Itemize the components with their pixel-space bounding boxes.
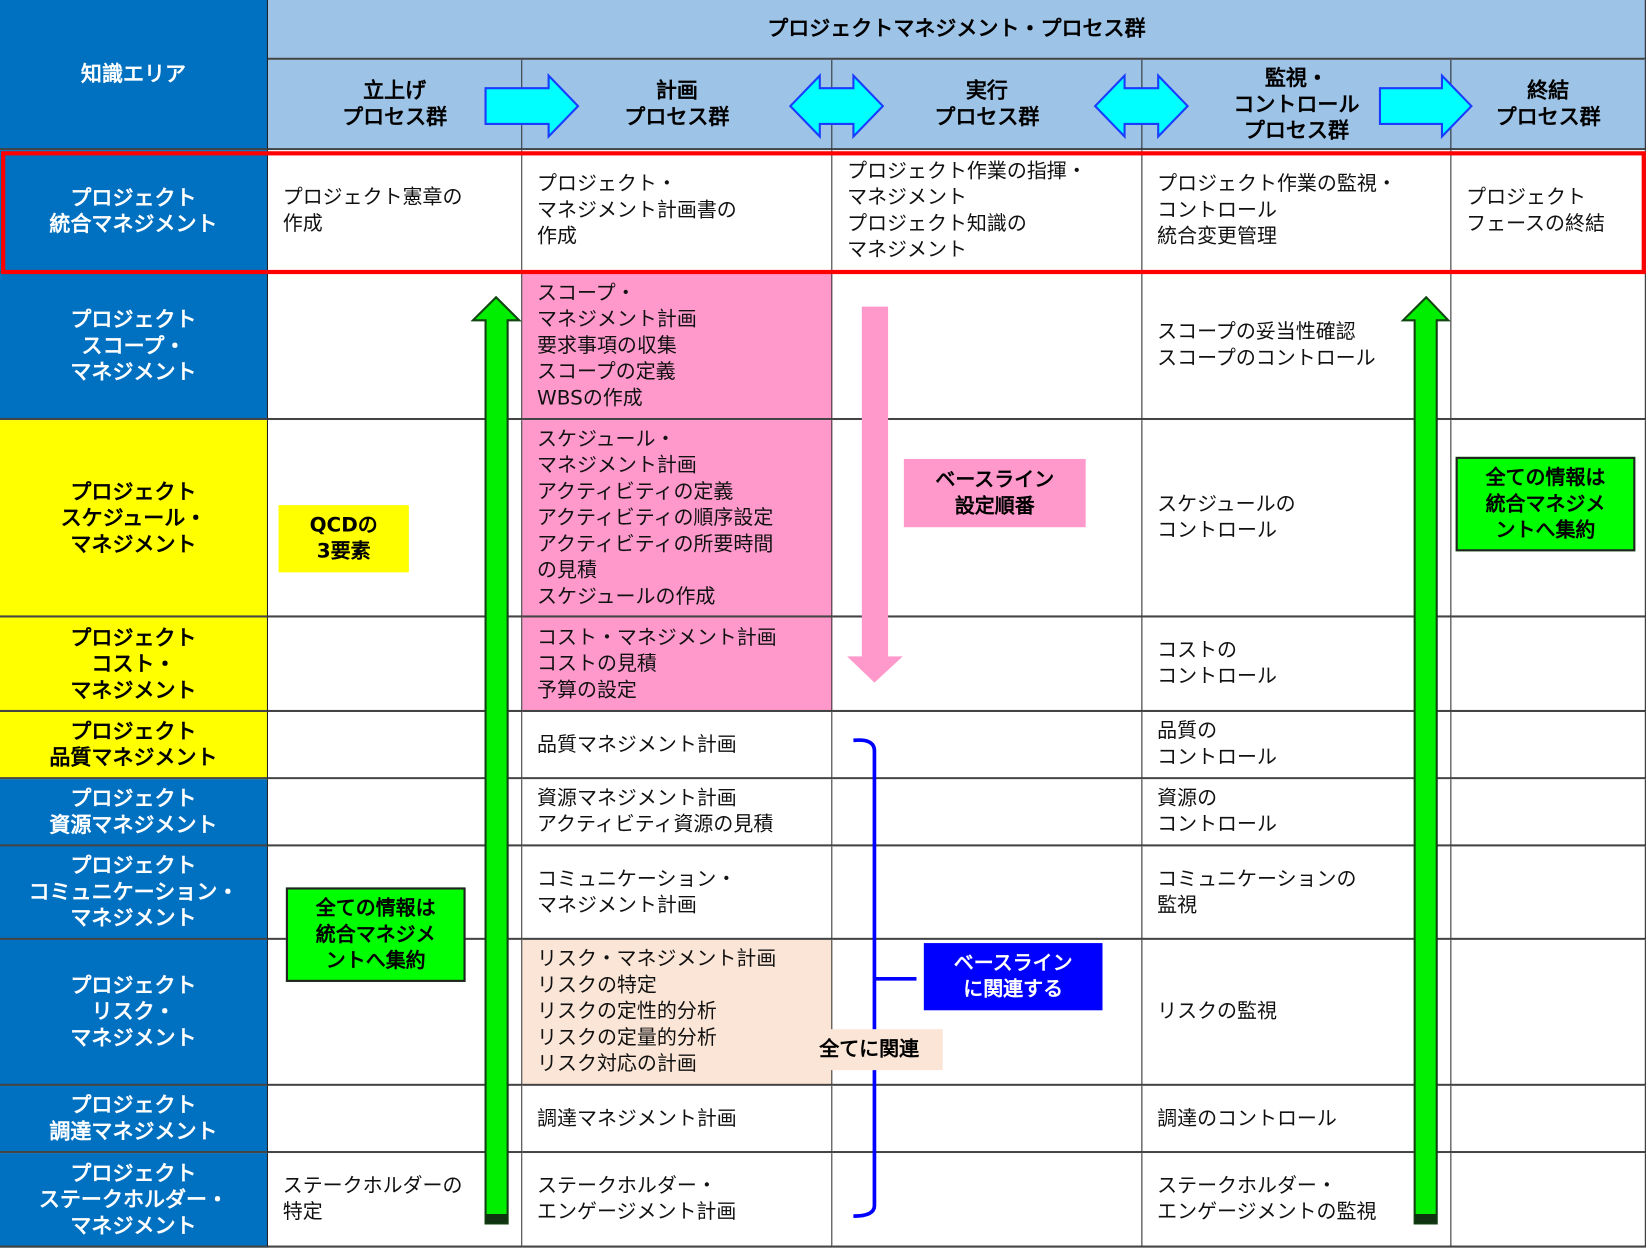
process-cell: [268, 1085, 523, 1154]
process-cell: 調達マネジメント計画: [522, 1085, 833, 1154]
process-cell: [1451, 779, 1646, 847]
knowledge-area-label: プロジェクト ステークホルダー・ マネジメント: [0, 1153, 269, 1248]
process-cell: [832, 779, 1143, 847]
process-cell: プロジェクト作業の監視・ コントロール 統合変更管理: [1142, 150, 1452, 274]
integration-highlight: [1, 151, 1646, 275]
process-cell: コミュニケーション・ マネジメント計画: [522, 846, 833, 940]
process-cell: コストの コントロール: [1142, 617, 1452, 713]
process-cell: 品質の コントロール: [1142, 712, 1452, 780]
process-group-header: 立上げ プロセス群: [268, 59, 523, 151]
knowledge-area-label: プロジェクト 品質マネジメント: [0, 712, 269, 780]
knowledge-area-label: プロジェクト スケジュール・ マネジメント: [0, 420, 269, 618]
qcd-label: QCDの 3要素: [278, 505, 409, 573]
arrow-down-icon: [847, 306, 903, 683]
process-cell: 調達のコントロール: [1142, 1085, 1452, 1154]
knowledge-area-label: プロジェクト 資源マネジメント: [0, 779, 269, 847]
aggregate-info-label-left: 全ての情報は 統合マネジメ ントへ集約: [285, 887, 466, 982]
arrow-right-icon: [1378, 73, 1473, 140]
process-cell: [1451, 939, 1646, 1086]
process-cell: スケジュール・ マネジメント計画 アクティビティの定義 アクティビティの順序設定…: [522, 420, 833, 618]
process-cell: [268, 779, 523, 847]
process-cell: コスト・マネジメント計画 コストの見積 予算の設定: [522, 617, 833, 713]
process-cell: プロジェクト・ マネジメント計画書の 作成: [522, 150, 833, 274]
knowledge-area-label: プロジェクト コスト・ マネジメント: [0, 617, 269, 713]
process-cell: スコープ・ マネジメント計画 要求事項の収集 スコープの定義 WBSの作成: [522, 273, 833, 421]
process-cell: [832, 712, 1143, 780]
double-arrow-icon: [788, 73, 885, 140]
process-cell: [268, 273, 523, 421]
process-cell: 資源マネジメント計画 アクティビティ資源の見積: [522, 779, 833, 847]
process-cell: スケジュールの コントロール: [1142, 420, 1452, 618]
process-cell: [832, 1085, 1143, 1154]
process-cell: プロジェクト憲章の 作成: [268, 150, 523, 274]
process-cell: ステークホルダー・ エンゲージメントの監視: [1142, 1153, 1452, 1248]
knowledge-area-header: 知識エリア: [0, 0, 269, 151]
process-cell: 資源の コントロール: [1142, 779, 1452, 847]
process-cell: [832, 846, 1143, 940]
bracket-icon: [853, 738, 917, 1218]
process-cell: スコープの妥当性確認 スコープのコントロール: [1142, 273, 1452, 421]
process-cell: ステークホルダー・ エンゲージメント計画: [522, 1153, 833, 1248]
process-cell: [832, 1153, 1143, 1248]
process-cell: [268, 712, 523, 780]
aggregate-info-label-right: 全ての情報は 統合マネジメ ントへ集約: [1455, 456, 1636, 552]
arrow-up-icon: [470, 295, 522, 1225]
process-groups-title: プロジェクトマネジメント・プロセス群: [268, 0, 1646, 60]
process-cell: プロジェクト フェースの終結: [1451, 150, 1646, 274]
knowledge-area-label: プロジェクト 調達マネジメント: [0, 1085, 269, 1154]
arrow-up-icon: [1400, 295, 1451, 1225]
process-cell: [1451, 712, 1646, 780]
process-cell: コミュニケーションの 監視: [1142, 846, 1452, 940]
process-cell: 品質マネジメント計画: [522, 712, 833, 780]
process-group-header: 実行 プロセス群: [832, 59, 1143, 151]
process-cell: [1451, 846, 1646, 940]
process-cell: [268, 617, 523, 713]
process-cell: リスクの監視: [1142, 939, 1452, 1086]
knowledge-area-label: プロジェクト リスク・ マネジメント: [0, 939, 269, 1086]
process-group-header: 終結 プロセス群: [1451, 59, 1646, 151]
baseline-order-label: ベースライン 設定順番: [903, 458, 1086, 528]
knowledge-area-label: プロジェクト スコープ・ マネジメント: [0, 273, 269, 421]
knowledge-area-label: プロジェクト コミュニケーション・ マネジメント: [0, 846, 269, 940]
process-cell: [1451, 617, 1646, 713]
process-cell: [1451, 1085, 1646, 1154]
process-cell: リスク・マネジメント計画 リスクの特定 リスクの定性的分析 リスクの定量的分析 …: [522, 939, 833, 1086]
process-cell: ステークホルダーの 特定: [268, 1153, 523, 1248]
process-cell: [1451, 273, 1646, 421]
all-related-label: 全てに関連: [795, 1029, 943, 1071]
process-cell: [1451, 1153, 1646, 1248]
double-arrow-icon: [1093, 73, 1190, 140]
process-cell: プロジェクト作業の指揮・ マネジメント プロジェクト知識の マネジメント: [832, 150, 1143, 274]
baseline-related-label: ベースライン に関連する: [923, 943, 1103, 1011]
arrow-right-icon: [484, 73, 580, 140]
